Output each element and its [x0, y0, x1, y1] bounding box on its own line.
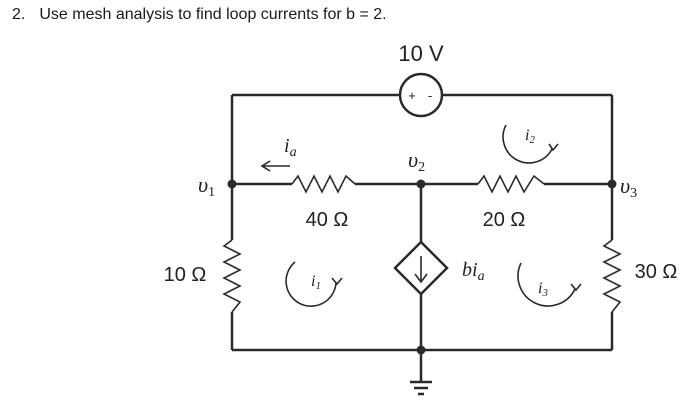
node-v3-dot: [607, 179, 617, 189]
node-v1-dot: [227, 179, 237, 189]
r-top-left-label: 40 Ω: [306, 209, 349, 231]
r-left-label: 10 Ω: [164, 264, 207, 286]
i3-label: i3: [538, 280, 548, 299]
dependent-source-label: bia: [462, 259, 485, 284]
node-v3-label: υ3: [620, 173, 637, 201]
source-minus-sign: -: [428, 88, 432, 103]
resistor-20-ohm: [477, 174, 545, 194]
ground-node-dot: [416, 345, 426, 355]
source-plus-sign: +: [408, 88, 416, 103]
question-body: Use mesh analysis to find loop currents …: [39, 6, 387, 23]
resistor-30-ohm: [602, 239, 622, 313]
r-top-right-label: 20 Ω: [483, 209, 526, 231]
r-right-label: 30 Ω: [635, 261, 678, 283]
resistor-10-ohm: [222, 239, 242, 313]
i2-loop-arrow-icon: [502, 124, 559, 164]
ia-label: ia: [284, 135, 297, 160]
voltage-source: [398, 72, 444, 118]
source-label: 10 V: [398, 41, 444, 66]
i1-label: i1: [311, 273, 321, 292]
dependent-source-arrow-icon: [414, 256, 428, 284]
ia-arrow-icon: [260, 160, 290, 172]
resistor-40-ohm: [291, 174, 356, 194]
node-v2-label: υ2: [408, 147, 425, 175]
i3-loop-arrow-icon: [517, 262, 582, 307]
i2-label: i2: [525, 127, 535, 146]
ground-icon: [410, 380, 432, 396]
question-text: 2. Use mesh analysis to find loop current…: [12, 6, 387, 24]
question-number: 2.: [12, 6, 26, 23]
i1-loop-arrow-icon: [285, 261, 343, 307]
node-v1-label: υ1: [198, 172, 215, 200]
node-v2-dot: [416, 179, 426, 189]
dependent-current-source: [393, 240, 449, 296]
